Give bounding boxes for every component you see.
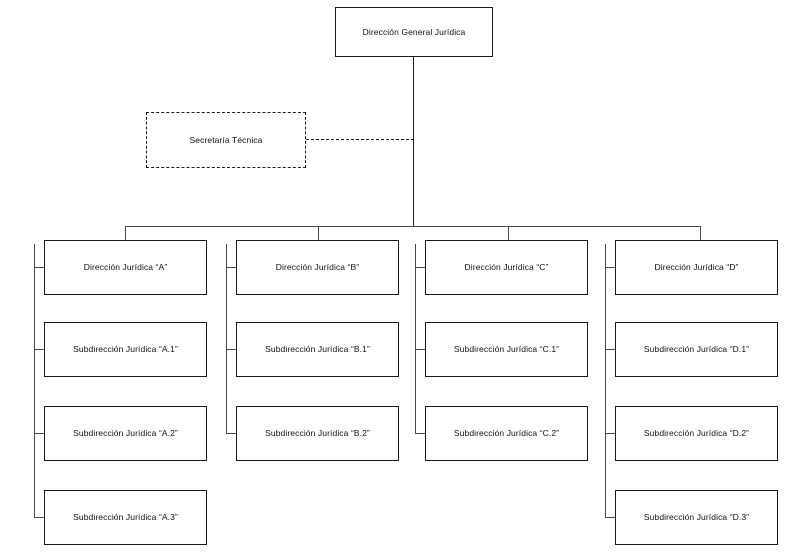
connector-drop-a [125,226,126,245]
node-label: Subdirección Jurídica “B.1” [265,344,370,355]
connector-spine-a [34,244,35,518]
connector-stub-c-head [415,267,426,268]
connector-staff-dashed [306,139,414,140]
node-label: Dirección Jurídica “C” [464,262,549,273]
connector-root-trunk [413,57,414,227]
connector-drop-d [700,226,701,245]
node-label: Subdirección Jurídica “A.3” [73,512,178,523]
node-subdireccion-b-2[interactable]: Subdirección Jurídica “B.2” [236,406,399,461]
node-label: Subdirección Jurídica “D.2” [643,428,750,439]
connector-stub-c-2 [415,433,426,434]
node-label: Subdirección Jurídica “B.2” [265,428,370,439]
node-direccion-a[interactable]: Dirección Jurídica “A” [44,240,207,295]
connector-stub-d-3 [605,517,616,518]
connector-drop-c [508,226,509,245]
connector-spine-c [415,244,416,434]
node-subdireccion-d-3[interactable]: Subdirección Jurídica “D.3” [615,490,778,545]
node-direccion-b[interactable]: Dirección Jurídica “B” [236,240,399,295]
connector-spine-d [605,244,606,518]
node-label: Subdirección Jurídica “A.1” [73,344,178,355]
node-label: Subdirección Jurídica “D.1” [643,344,750,355]
connector-stub-b-head [226,267,237,268]
connector-stub-d-1 [605,349,616,350]
node-subdireccion-d-1[interactable]: Subdirección Jurídica “D.1” [615,322,778,377]
node-subdireccion-c-2[interactable]: Subdirección Jurídica “C.2” [425,406,588,461]
node-direccion-c[interactable]: Dirección Jurídica “C” [425,240,588,295]
node-label: Secretaría Técnica [189,134,263,145]
node-label: Dirección Jurídica “A” [83,262,168,273]
node-subdireccion-a-1[interactable]: Subdirección Jurídica “A.1” [44,322,207,377]
connector-bus-horizontal [125,226,701,227]
node-label: Dirección General Jurídica [362,26,466,37]
node-subdireccion-a-3[interactable]: Subdirección Jurídica “A.3” [44,490,207,545]
connector-stub-a-3 [34,517,45,518]
connector-drop-b [318,226,319,245]
connector-stub-a-head [34,267,45,268]
connector-spine-b [226,244,227,434]
connector-stub-a-1 [34,349,45,350]
connector-stub-b-2 [226,433,237,434]
node-label: Subdirección Jurídica “A.2” [73,428,178,439]
node-label: Dirección Jurídica “B” [275,262,360,273]
node-subdireccion-b-1[interactable]: Subdirección Jurídica “B.1” [236,322,399,377]
connector-stub-b-1 [226,349,237,350]
node-label: Dirección Jurídica “D” [654,262,739,273]
connector-stub-d-head [605,267,616,268]
node-direccion-d[interactable]: Dirección Jurídica “D” [615,240,778,295]
node-subdireccion-c-1[interactable]: Subdirección Jurídica “C.1” [425,322,588,377]
node-subdireccion-a-2[interactable]: Subdirección Jurídica “A.2” [44,406,207,461]
connector-stub-d-2 [605,433,616,434]
connector-stub-c-1 [415,349,426,350]
node-label: Subdirección Jurídica “C.1” [453,344,560,355]
node-direccion-general[interactable]: Dirección General Jurídica [335,7,493,57]
node-subdireccion-d-2[interactable]: Subdirección Jurídica “D.2” [615,406,778,461]
node-label: Subdirección Jurídica “C.2” [453,428,560,439]
node-secretaria-tecnica[interactable]: Secretaría Técnica [146,112,306,168]
connector-stub-a-2 [34,433,45,434]
node-label: Subdirección Jurídica “D.3” [643,512,750,523]
